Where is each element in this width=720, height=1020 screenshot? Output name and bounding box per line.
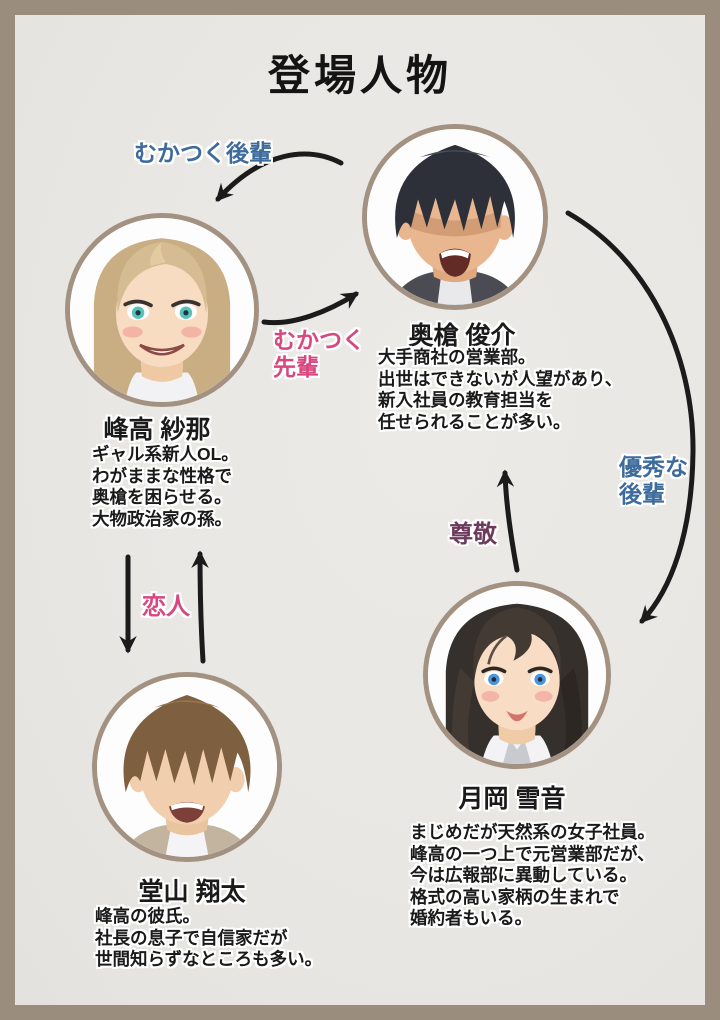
portrait-minetaka — [65, 213, 259, 407]
portrait-okuyari — [362, 124, 548, 310]
blonde-gal-illustration — [70, 218, 254, 402]
brown-haired-man-illustration — [97, 677, 277, 857]
character-desc-okuyari: 大手商社の営業部。 出世はできないが人望があり、 新入社員の教育担当を 任せられ… — [378, 347, 623, 432]
relationship-label-annoying-senior: むかつく 先輩 — [273, 327, 365, 380]
character-desc-minetaka: ギャル系新人OL。 わがままな性格で 奥槍を困らせる。 大物政治家の孫。 — [92, 444, 239, 529]
character-name-minetaka: 峰高 紗那 — [103, 416, 211, 444]
character-name-tsukioka: 月岡 雪音 — [458, 785, 566, 813]
relationship-label-annoying-junior: むかつく後輩 — [134, 140, 272, 166]
relationship-label-excellent-junior: 優秀な 後輩 — [619, 454, 688, 507]
character-name-okuyari: 奥槍 俊介 — [408, 322, 516, 350]
relationship-label-lovers: 恋人 — [142, 593, 190, 620]
character-desc-tsukioka: まじめだが天然系の女子社員。 峰高の一つ上で元営業部だが、 今は広報部に異動して… — [410, 822, 655, 928]
portrait-tsukioka — [423, 581, 611, 769]
relationship-label-respect: 尊敬 — [449, 521, 497, 548]
black-haired-man-illustration — [367, 129, 543, 305]
dark-haired-woman-illustration — [428, 586, 606, 764]
character-name-doyama: 堂山 翔太 — [138, 878, 246, 906]
portrait-doyama — [92, 672, 282, 862]
character-desc-doyama: 峰高の彼氏。 社長の息子で自信家だが 世間知らずなところも多い。 — [95, 906, 323, 969]
page-title: 登場人物 — [267, 52, 452, 99]
